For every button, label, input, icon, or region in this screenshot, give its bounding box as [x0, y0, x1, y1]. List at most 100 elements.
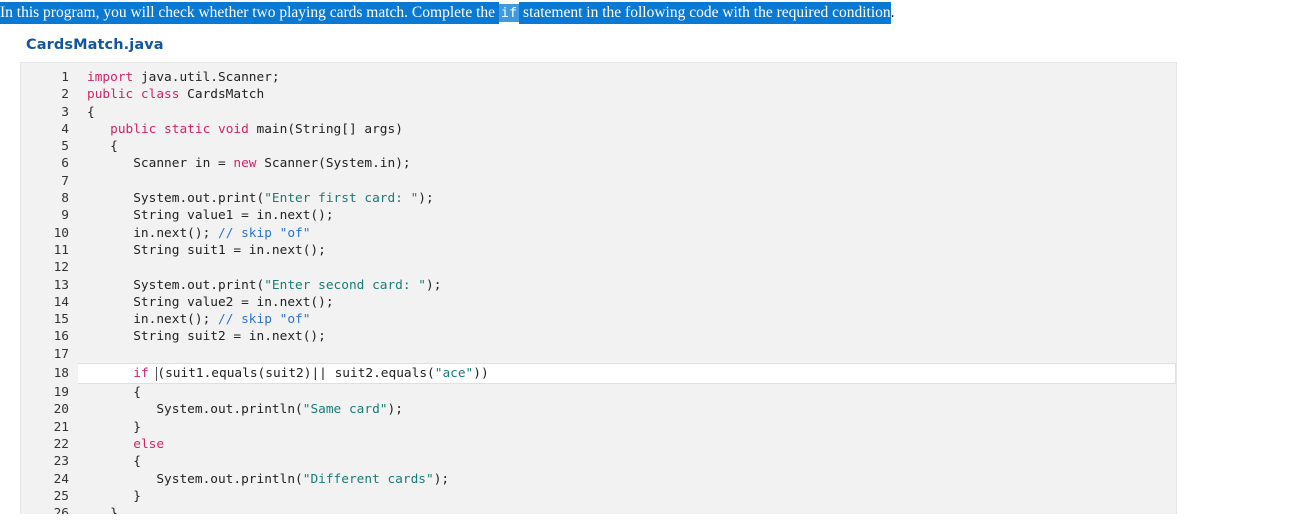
code-token-pln: System.out.println(: [87, 402, 303, 418]
code-text: System.out.println("Different cards");: [78, 471, 1176, 488]
line-number: 5: [61, 139, 69, 155]
line-number: 6: [61, 156, 69, 172]
code-text: String suit2 = in.next();: [78, 328, 1176, 345]
code-text: System.out.print("Enter second card: ");: [78, 277, 1176, 294]
code-text: [78, 259, 1176, 276]
code-token-pln: Scanner(System.in);: [256, 156, 411, 172]
code-token-pln: String suit1 = in.next();: [87, 242, 326, 258]
code-line: 12: [21, 259, 1176, 276]
code-token-pln: in.next();: [87, 312, 218, 328]
code-token-pln: }: [87, 506, 118, 514]
code-line: 19 {: [21, 384, 1176, 401]
line-number: 13: [53, 277, 69, 293]
code-line: 6 Scanner in = new Scanner(System.in);: [21, 155, 1176, 172]
code-token-pln: {: [87, 104, 95, 120]
instruction-part-2: statement in the following code with the…: [519, 2, 891, 24]
code-line: 16 String suit2 = in.next();: [21, 328, 1176, 345]
code-token-kw: import: [87, 70, 134, 85]
code-token-str: "ace": [434, 366, 474, 382]
line-number: 7: [61, 173, 69, 189]
instruction-part-1: In this program, you will check whether …: [0, 2, 499, 24]
code-token-pln: {: [87, 385, 141, 401]
code-token-pln: Scanner in =: [87, 156, 234, 172]
code-token-kw: public static void: [110, 121, 249, 137]
condition-input[interactable]: if (suit1.equals(suit2)|| suit2.equals("…: [78, 363, 1176, 385]
code-token-str: "Enter first card: ": [264, 191, 419, 207]
file-title: CardsMatch.java: [26, 37, 164, 53]
code-token-pln: [87, 122, 110, 137]
code-text: }: [78, 419, 1176, 436]
code-token-pln: CardsMatch: [179, 87, 265, 103]
code-line: 8 System.out.print("Enter first card: ")…: [21, 190, 1176, 207]
code-token-str: "Enter second card: ": [264, 277, 426, 293]
code-text: Scanner in = new Scanner(System.in);: [78, 155, 1176, 172]
code-line: 25 }: [21, 488, 1176, 505]
code-text: public class CardsMatch: [78, 86, 1176, 103]
code-token-pln: {: [87, 454, 141, 470]
code-line: 15 in.next(); // skip "of": [21, 311, 1176, 328]
code-token-pln: String value1 = in.next();: [87, 208, 334, 224]
code-line: 11 String suit1 = in.next();: [21, 242, 1176, 259]
answer-space: [149, 364, 157, 383]
code-line: 20 System.out.println("Same card");: [21, 401, 1176, 418]
code-line: 5 {: [21, 138, 1176, 155]
code-token-kw: new: [233, 156, 257, 172]
code-line: 24 System.out.println("Different cards")…: [21, 471, 1176, 488]
code-text: else: [78, 436, 1176, 453]
line-number: 8: [61, 191, 69, 207]
code-line: 13 System.out.print("Enter second card: …: [21, 277, 1176, 294]
line-number: 26: [53, 506, 69, 514]
code-token-pln: );: [433, 471, 450, 487]
code-token-pln: System.out.print(: [87, 277, 265, 293]
code-text: in.next(); // skip "of": [78, 311, 1176, 328]
instruction-banner: In this program, you will check whether …: [0, 0, 1308, 24]
code-line: 23 {: [21, 453, 1176, 470]
code-text: String value1 = in.next();: [78, 207, 1176, 224]
code-text: {: [78, 138, 1176, 155]
line-number: 19: [53, 385, 69, 401]
answer-if-keyword: if: [133, 366, 149, 382]
code-token-pln: );: [387, 402, 403, 418]
line-number: 3: [61, 104, 69, 120]
code-text: }: [78, 505, 1176, 514]
inline-code-if: if: [498, 4, 520, 22]
code-token-pln: );: [418, 191, 434, 207]
line-number: 16: [53, 329, 69, 345]
instruction-text-row: In this program, you will check whether …: [0, 0, 1308, 24]
code-line: 9 String value1 = in.next();: [21, 207, 1176, 224]
code-text: {: [78, 453, 1176, 470]
code-token-pln: );: [426, 277, 442, 293]
line-number: 18: [53, 366, 69, 382]
code-line-answer: 18 if (suit1.equals(suit2)|| suit2.equal…: [21, 363, 1176, 385]
code-token-str: "Different cards": [302, 471, 434, 487]
code-token-kw: else: [133, 436, 165, 452]
line-number: 9: [61, 208, 69, 224]
line-number: 11: [53, 242, 69, 258]
code-token-cmt: // skip "of": [217, 312, 311, 328]
code-text: System.out.println("Same card");: [78, 401, 1176, 418]
text-caret: [156, 366, 158, 381]
line-number: 12: [53, 260, 69, 276]
answer-indent: [87, 364, 133, 383]
code-text: {: [78, 384, 1176, 401]
code-line: 7: [21, 173, 1176, 190]
code-text: import java.util.Scanner;: [78, 69, 1176, 86]
line-number: 23: [53, 454, 69, 470]
line-number: 4: [61, 121, 69, 137]
code-text: in.next(); // skip "of": [78, 225, 1176, 242]
line-number: 17: [53, 346, 69, 362]
code-text: public static void main(String[] args): [78, 121, 1176, 138]
line-number: 25: [53, 488, 69, 504]
code-line: 22 else: [21, 436, 1176, 453]
code-token-kw: public class: [87, 87, 180, 103]
line-number: 2: [61, 87, 69, 103]
code-token-pln: String suit2 = in.next();: [87, 329, 326, 345]
code-line: 2 public class CardsMatch: [21, 86, 1176, 103]
code-text: [78, 173, 1176, 190]
instruction-period: .: [890, 4, 895, 21]
code-token-cmt: // skip "of": [217, 225, 311, 241]
code-text: {: [78, 104, 1176, 121]
